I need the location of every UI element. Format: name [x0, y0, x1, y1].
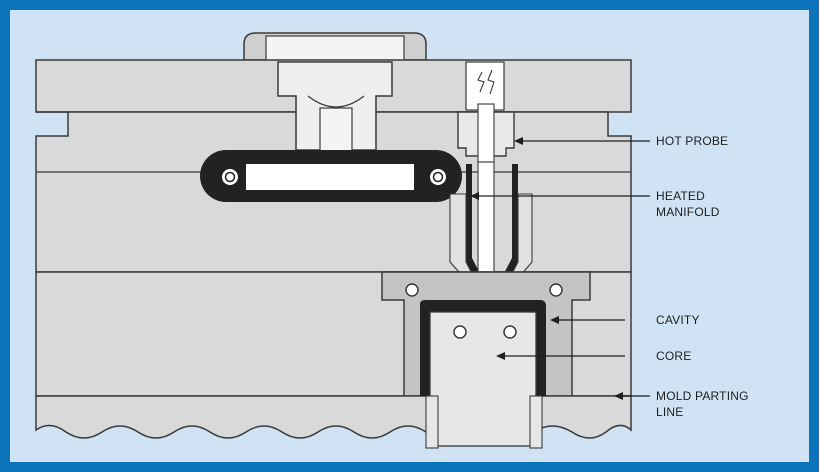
core	[429, 311, 537, 447]
molded-part-cavity	[420, 300, 546, 396]
core-cooling-left	[453, 325, 467, 339]
core-pin-right	[529, 395, 543, 449]
nozzle-heater-band	[466, 164, 518, 304]
manifold-heater-left-core	[224, 171, 236, 183]
hot-probe-shaft	[477, 161, 495, 275]
manifold-heater-right	[428, 167, 448, 187]
label-heated-manifold-line1: HEATED	[656, 189, 705, 203]
cooling-channel-right	[549, 283, 563, 297]
label-heated-manifold-line2: MANIFOLD	[656, 205, 720, 219]
label-mold-parting-line1: MOLD PARTING	[656, 389, 749, 403]
label-cavity: CAVITY	[656, 313, 700, 327]
core-cooling-right	[503, 325, 517, 339]
cooling-channel-left	[405, 283, 419, 297]
manifold-heater-left	[220, 167, 240, 187]
sprue-channel	[319, 107, 353, 153]
hot-probe-wire-housing	[465, 61, 505, 111]
label-mold-parting-line2: LINE	[656, 405, 683, 419]
core-pin-left	[425, 395, 439, 449]
manifold-heater-right-core	[432, 171, 444, 183]
label-core: CORE	[656, 349, 691, 363]
callout-arrows	[470, 137, 650, 400]
manifold-runner	[246, 164, 414, 190]
hot-probe-stem	[477, 103, 495, 163]
label-hot-probe: HOT PROBE	[656, 134, 728, 148]
sprue-bushing-dome	[307, 95, 365, 108]
hot-probe-wires	[477, 69, 495, 95]
sprue-bushing-cap	[265, 35, 405, 63]
